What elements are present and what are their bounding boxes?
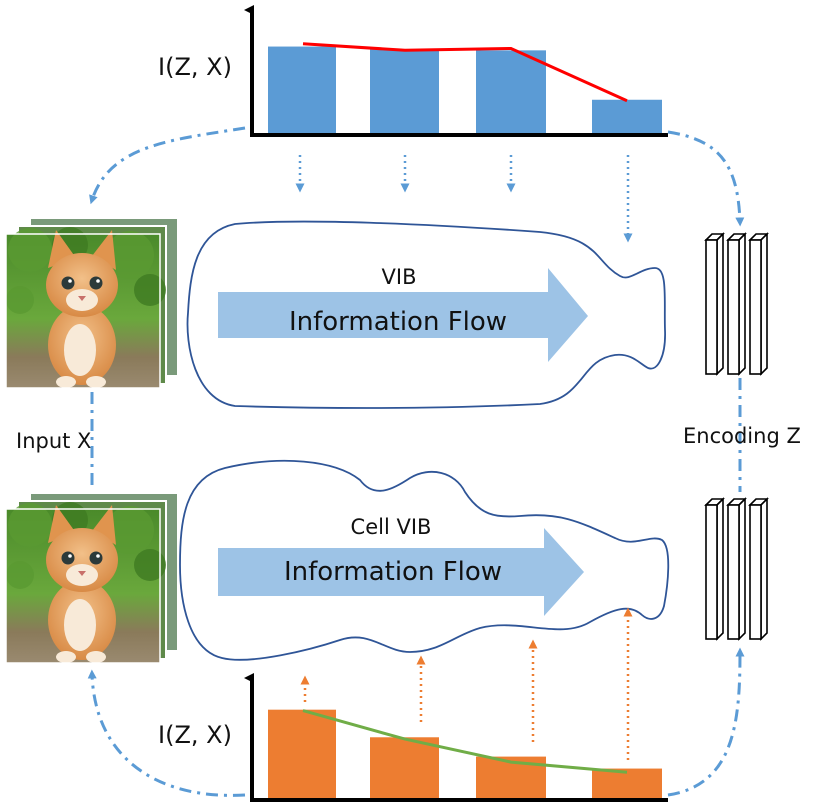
- top-kitten-eye-1: [61, 276, 75, 290]
- connector-top-left: [89, 126, 246, 205]
- bottom-kitten-eye-glint-1: [68, 554, 72, 558]
- top-photo-foliage-1: [8, 228, 52, 272]
- vib-flow-arrow: [218, 268, 588, 362]
- top-photo-foliage-4: [134, 274, 166, 306]
- cell-vib-flow-text: Information Flow: [284, 557, 502, 587]
- bottom-photo-frame: [5, 508, 161, 664]
- top-kitten-head: [46, 253, 118, 317]
- top-photo-frame: [5, 233, 161, 389]
- connector-bottom-right: [667, 647, 745, 797]
- bottom-up-arrows: [300, 607, 633, 760]
- vib-bottle: VIB Information Flow: [186, 220, 666, 409]
- top-photo-foliage-3: [106, 231, 154, 279]
- vib-label: VIB: [382, 265, 417, 289]
- top-kitten-paw-1: [56, 376, 76, 388]
- bottom-bar-4: [592, 768, 662, 798]
- vib-bottle-outline: [186, 220, 666, 409]
- bottom-kitten-chest: [64, 599, 96, 651]
- bottom-photo-foliage-4: [134, 549, 166, 581]
- top-chart-ylabel: I(Z, X): [158, 53, 232, 81]
- top-encoding-column-side-3: [760, 232, 768, 376]
- bottom-kitten-paw-1: [56, 651, 76, 663]
- bottom-chart-ylabel: I(Z, X): [158, 721, 232, 749]
- bottom-encoding-column-front-1: [705, 504, 718, 640]
- top-bar-1: [268, 46, 336, 133]
- bottom-encoding-column-side-3: [760, 497, 768, 641]
- top-bar-2: [370, 49, 439, 133]
- top-encoding-column-front-1: [705, 239, 718, 375]
- bottom-kitten-eye-glint-2: [96, 554, 100, 558]
- top-bar-4: [592, 99, 662, 133]
- vib-flow-text: Information Flow: [289, 307, 507, 337]
- bottom-kitten-eye-1: [61, 551, 75, 565]
- top-kitten-eye-2: [89, 276, 103, 290]
- cell-vib-bottle-outline: [179, 459, 670, 661]
- top-kitten-chest: [64, 324, 96, 376]
- top-encoding-column-side-2: [738, 232, 746, 376]
- kitten-photo-bottom: [5, 492, 179, 664]
- top-kitten-eye-glint-1: [68, 279, 72, 283]
- bottom-kitten-nose: [78, 571, 86, 576]
- cell-vib-bottle: Cell VIB Information Flow: [179, 459, 670, 661]
- cell-vib-flow-arrow: [218, 528, 584, 616]
- top-encoding-column-front-2: [727, 239, 740, 375]
- bottom-trend-line: [302, 709, 628, 774]
- bottom-photo-foliage-5: [6, 561, 34, 589]
- encoding-z-bottom: [704, 497, 769, 641]
- bottom-encoding-column-front-3: [749, 504, 762, 640]
- bottom-kitten-eye-2: [89, 551, 103, 565]
- bottom-kitten-paw-2: [86, 651, 106, 663]
- bottom-encoding-column-side-1: [716, 497, 724, 641]
- bottom-bar-2: [370, 737, 439, 798]
- bottom-kitten-head: [46, 528, 118, 592]
- top-kitten-paw-2: [86, 376, 106, 388]
- top-photo-foliage-5: [6, 286, 34, 314]
- bottom-encoding-column-side-2: [738, 497, 746, 641]
- top-trend-line: [302, 42, 628, 103]
- kitten-stack-bottom: [5, 492, 179, 664]
- bottom-kitten-ear-right: [92, 505, 116, 545]
- bottom-photo-foliage-1: [8, 503, 52, 547]
- top-kitten-nose: [78, 296, 86, 301]
- bottom-photo-foliage-3: [106, 506, 154, 554]
- top-encoding-column-front-3: [749, 239, 762, 375]
- bottom-bar-1: [268, 709, 336, 798]
- top-down-arrows: [295, 155, 633, 243]
- connector-bottom-left: [87, 669, 246, 797]
- bottom-chart: I(Z, X): [158, 673, 668, 802]
- top-bar-3: [476, 50, 546, 133]
- input-x-label: Input X: [16, 429, 91, 453]
- top-kitten-ear-right: [92, 230, 116, 270]
- cell-vib-label: Cell VIB: [351, 515, 432, 539]
- bottom-encoding-column-front-2: [727, 504, 740, 640]
- connector-top-right: [667, 130, 745, 227]
- kitten-photo-top: [5, 217, 179, 389]
- top-chart: I(Z, X): [158, 5, 668, 137]
- kitten-stack-top: [5, 217, 179, 389]
- top-encoding-column-side-1: [716, 232, 724, 376]
- encoding-z-label: Encoding Z: [683, 424, 801, 448]
- top-kitten-eye-glint-2: [96, 279, 100, 283]
- connectors: [87, 126, 745, 797]
- encoding-z-top: [704, 232, 769, 376]
